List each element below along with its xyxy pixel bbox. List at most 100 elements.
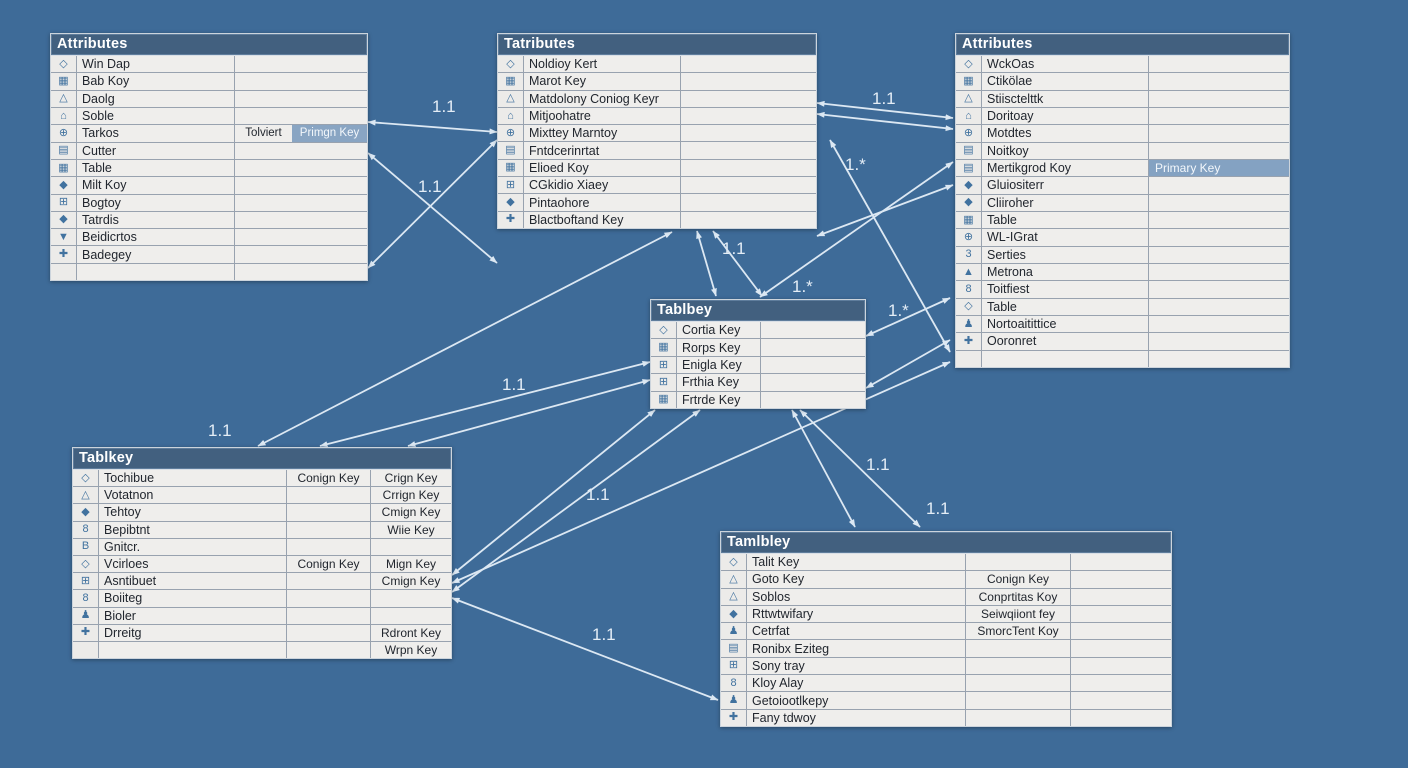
table-row[interactable]: ⊞Sony tray [721,657,1171,676]
table-row[interactable]: ◆Tatrdis [51,211,367,230]
table-row[interactable]: ♟Bioler [73,607,451,625]
table-row[interactable]: ⌂Mitjoohatre [498,107,816,126]
relationship-connector[interactable] [451,361,951,584]
table-row[interactable]: ◇Win Dap [51,56,367,74]
table-row[interactable]: ▤Fntdcerinrtat [498,142,816,160]
table-row[interactable]: ▦Table [956,211,1289,230]
table-row[interactable]: ▤Ronibx Eziteg [721,640,1171,658]
relationship-connector[interactable] [865,297,951,337]
table-row[interactable]: ▤Noitkoy [956,142,1289,160]
table-row[interactable]: ▦Elioed Koy [498,159,816,178]
table-row[interactable]: ⌂Doritoay [956,107,1289,126]
relationship-connector[interactable] [367,152,498,264]
table-row[interactable]: ◆Cliiroher [956,194,1289,212]
cardinality-label: 1.1 [866,455,890,474]
table-row[interactable]: ▦Frtrde Key [651,391,865,409]
table-title[interactable]: Tamlbley [721,532,1171,554]
table-row[interactable]: ▦Marot Key [498,73,816,91]
table-row[interactable]: ▦Bab Koy [51,73,367,91]
table-row[interactable]: ♟Nortoaitittice [956,315,1289,334]
table-row[interactable]: ✚Ooronret [956,333,1289,351]
table-row[interactable]: ◇Table [956,298,1289,316]
table-row[interactable]: ▲Metrona [956,263,1289,282]
relationship-connector[interactable] [451,409,701,593]
table-row[interactable]: △Matdolony Coniog Keyr [498,90,816,108]
table-title[interactable]: Tablkey [73,448,451,470]
table-row[interactable] [956,350,1289,367]
relationship-connector[interactable] [816,111,954,132]
table-row[interactable]: ⊕WL-IGrat [956,229,1289,247]
table-row[interactable]: ⌂Soble [51,107,367,126]
table-row[interactable]: ◆Pintaohore [498,194,816,212]
table-title[interactable]: Attributes [956,34,1289,56]
table-row[interactable]: ◆Milt Koy [51,177,367,195]
table-row[interactable]: ◇Talit Key [721,554,1171,572]
relationship-connector[interactable] [759,161,954,298]
table-row[interactable]: ▦Rorps Key [651,339,865,357]
table-row[interactable]: △Stiisctelttk [956,90,1289,108]
relationship-connector[interactable] [451,597,719,701]
relationship-connector[interactable] [799,409,921,528]
relationship-connector[interactable] [367,139,498,269]
table-row[interactable]: ⊕Mixttey Marntoy [498,125,816,143]
table-title[interactable]: Tablbey [651,300,865,322]
table-row[interactable]: ▼Beidicrtos [51,229,367,247]
table-title[interactable]: Tatributes [498,34,816,56]
entity-table-middle[interactable]: Tablbey◇Cortia Key▦Rorps Key⊞Enigla Key⊞… [650,299,866,409]
relationship-connector[interactable] [712,230,763,297]
table-row[interactable]: Wrpn Key [73,641,451,659]
table-row[interactable]: ✚Fany tdwoy [721,709,1171,726]
table-row[interactable]: ◇WckOas [956,56,1289,74]
table-row[interactable]: ⊞Bogtoy [51,194,367,212]
entity-table-top-left[interactable]: Attributes◇Win Dap▦Bab Koy△Daolg⌂Soble⊕T… [50,33,368,281]
table-row[interactable]: ◇Cortia Key [651,322,865,340]
table-row[interactable]: ◇Noldioy Kert [498,56,816,74]
table-row[interactable]: ✚Blactboftand Key [498,211,816,228]
table-row[interactable]: ⊕Motdtes [956,125,1289,143]
attribute-value: Crign Key [384,471,438,486]
table-row[interactable]: ♟Getoiootlkepy [721,692,1171,710]
table-row[interactable]: ⊞Enigla Key [651,356,865,375]
table-row[interactable]: ◆Gluiositerr [956,177,1289,195]
relationship-connector[interactable] [319,360,651,448]
table-row[interactable]: ⊞Frthia Key [651,374,865,392]
table-row[interactable]: △Daolg [51,90,367,108]
entity-table-top-center[interactable]: Tatributes◇Noldioy Kert▦Marot Key△Matdol… [497,33,817,229]
table-row[interactable]: ▦Table [51,159,367,178]
table-row[interactable]: ✚Badegey [51,246,367,264]
relationship-connector[interactable] [257,231,673,447]
diamond-icon: ◇ [956,56,982,73]
table-row[interactable]: ⊞CGkidio Xiaey [498,177,816,195]
table-row[interactable]: ▤Cutter [51,142,367,160]
table-row[interactable] [51,263,367,281]
table-row[interactable]: ▦Ctikölae [956,73,1289,91]
table-title[interactable]: Attributes [51,34,367,56]
relationship-connector[interactable] [791,409,856,528]
entity-table-top-right[interactable]: Attributes◇WckOas▦Ctikölae△Stiisctelttk⌂… [955,33,1290,368]
relationship-connector[interactable] [696,230,717,297]
relationship-connector[interactable] [367,119,498,135]
attribute-name: Milt Koy [77,177,235,194]
relationship-connector[interactable] [407,379,651,447]
relationship-connector[interactable] [451,409,656,576]
